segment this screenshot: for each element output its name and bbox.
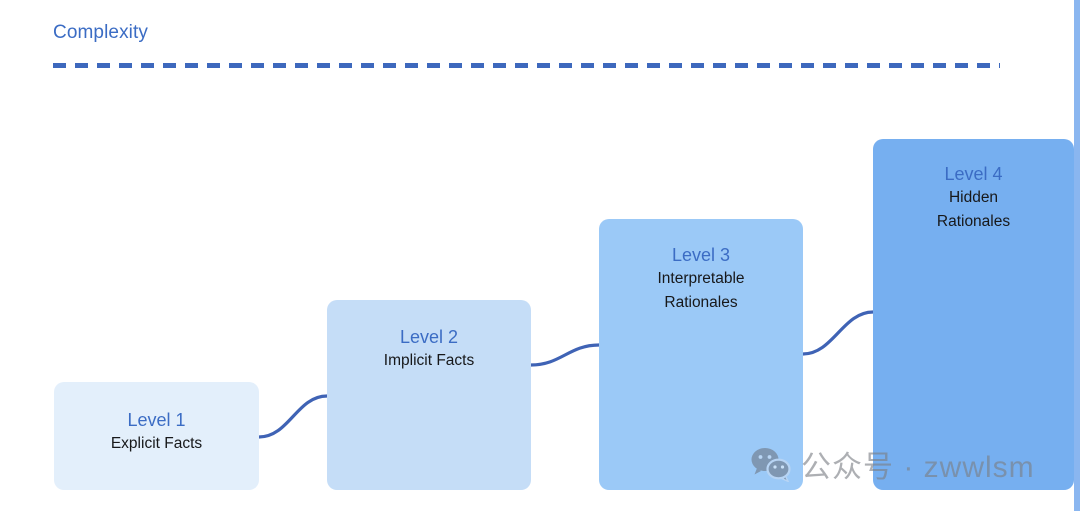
level-box-3[interactable]: Level 3 Interpretable Rationales	[599, 219, 803, 490]
level-4-desc-line-1: Hidden	[948, 189, 999, 207]
level-1-title: Level 1	[127, 410, 186, 430]
level-box-1[interactable]: Level 1 Explicit Facts	[54, 382, 259, 490]
page-edge-strip	[1074, 0, 1080, 511]
connector-1-2	[257, 394, 329, 439]
axis-dashed-line	[53, 63, 1000, 68]
level-3-title: Level 3	[671, 245, 731, 265]
wechat-icon	[751, 448, 791, 482]
level-4-title: Level 4	[944, 164, 1003, 184]
level-1-desc: Explicit Facts	[110, 435, 203, 453]
connector-3-4	[801, 310, 875, 356]
level-2-title: Level 2	[399, 327, 459, 347]
level-2-desc: Implicit Facts	[383, 352, 475, 370]
level-4-desc-line-2: Rationales	[936, 212, 1011, 230]
level-3-desc-line-2: Rationales	[664, 293, 738, 311]
level-box-2[interactable]: Level 2 Implicit Facts	[327, 300, 531, 490]
watermark: 公众号 · zwwlsm	[750, 442, 1035, 486]
connector-2-3	[529, 343, 601, 367]
level-3-desc-line-1: Interpretable	[657, 270, 745, 288]
level-box-4[interactable]: Level 4 Hidden Rationales	[873, 139, 1074, 490]
axis-label-complexity: Complexity	[53, 22, 148, 43]
watermark-text: 公众号 · zwwlsm	[801, 451, 1035, 484]
